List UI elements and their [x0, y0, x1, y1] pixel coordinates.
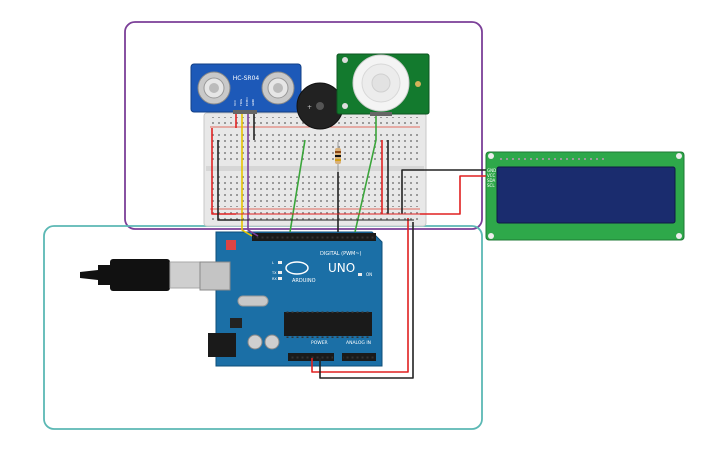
wire-left-red-rail: [211, 128, 236, 215]
lcd-pin-scl: SCL: [487, 183, 495, 188]
lcd-screen: [496, 166, 676, 224]
wires: [211, 114, 486, 379]
purple-enclosure-outline: [124, 21, 483, 230]
power-jack: [208, 333, 236, 357]
led-rx-label: RX: [272, 277, 277, 281]
led-l-label: L: [272, 261, 274, 265]
lcd-display-module[interactable]: GND VCC SDA SCL: [485, 151, 685, 241]
crystal-oscillator: [237, 295, 269, 307]
capacitor-left: [247, 334, 263, 350]
analog-header-label: ANALOG IN: [346, 340, 371, 346]
wire-sensor-trig: [241, 114, 253, 237]
reset-button[interactable]: [226, 240, 236, 250]
led-on-label: ON: [366, 272, 372, 277]
board-brand-label: ARDUINO: [292, 278, 316, 284]
lcd-pin-gnd: GND: [487, 168, 496, 173]
led-tx-label: TX: [271, 271, 277, 275]
piezo-buzzer[interactable]: +: [296, 82, 344, 130]
arduino-uno-board[interactable]: DIGITAL (PWM~) UNO ARDUINO ON TX RX L PO…: [199, 231, 383, 367]
power-header-label: POWER: [311, 340, 328, 346]
ultrasonic-sensor[interactable]: HC-SR04 VCC TRIG ECHO GND: [190, 63, 302, 114]
wire-left-black-rail: [217, 140, 240, 221]
board-model-label: UNO: [328, 261, 355, 275]
wire-sensor-echo: [247, 114, 259, 237]
wire-5v-power: [311, 218, 409, 373]
sensor-pin-trig: TRIG: [239, 98, 243, 107]
sensor-model-label: HC-SR04: [233, 75, 260, 82]
wire-lcd-gnd: [401, 169, 486, 214]
resistor[interactable]: [335, 142, 341, 172]
sensor-pin-gnd: GND: [251, 98, 255, 106]
wire-gnd-power: [319, 222, 414, 379]
atmega-chip: [284, 312, 372, 336]
wire-pir-signal: [354, 116, 377, 233]
svg-text:+: +: [307, 104, 312, 111]
sensor-pin-echo: ECHO: [245, 97, 249, 106]
breadboard[interactable]: [203, 112, 427, 227]
capacitor-right: [264, 334, 280, 350]
digital-header-label: DIGITAL (PWM~): [320, 251, 362, 257]
lcd-pin-vcc: VCC: [487, 173, 496, 178]
pir-motion-sensor[interactable]: [336, 53, 430, 116]
sensor-pin-vcc: VCC: [233, 100, 237, 106]
lcd-pin-sda: SDA: [487, 178, 496, 183]
wire-buzzer-signal: [289, 139, 306, 233]
wire-lcd-vcc: [420, 175, 486, 215]
usb-port: [199, 261, 231, 291]
arduino-logo-icon: [285, 261, 309, 275]
